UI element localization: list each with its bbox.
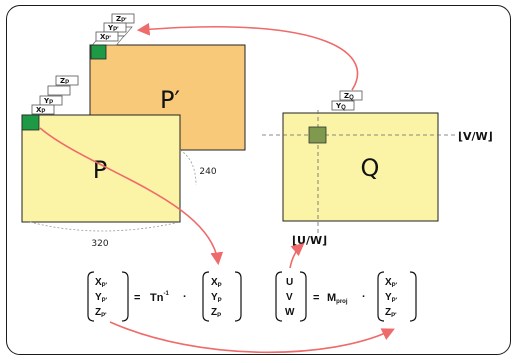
width-label: 320 <box>91 239 108 249</box>
eq-right-rhs-y: Y <box>385 292 392 303</box>
frame-q: Q <box>282 112 439 222</box>
eq-left-rhs-z: Z <box>211 307 217 318</box>
eq-right-equals: = <box>313 292 319 304</box>
arrow-equation-bottom <box>109 321 395 354</box>
dimension-annotations: 240 320 <box>29 149 217 249</box>
svg-text:ZP': ZP' <box>95 307 107 319</box>
svg-text:Mproj: Mproj <box>327 292 348 305</box>
q-stack-z: Z <box>344 92 349 100</box>
svg-text:YP': YP' <box>385 292 398 304</box>
height-label: 240 <box>199 167 216 177</box>
eq-left-dot: · <box>183 291 187 303</box>
svg-text:ZP': ZP' <box>385 307 397 319</box>
svg-text:YP': YP' <box>107 24 119 33</box>
p-stack-z: Z <box>60 77 65 85</box>
arrow-equation-to-q <box>289 242 305 269</box>
svg-text:ZP: ZP <box>211 307 221 319</box>
svg-text:Tn-1: Tn-1 <box>150 291 169 304</box>
eq-right-lhs-v: V <box>286 292 293 303</box>
svg-text:XP': XP' <box>95 277 108 289</box>
svg-text:XP: XP <box>211 277 222 289</box>
svg-text:XP': XP' <box>100 33 111 42</box>
svg-text:XP: XP <box>36 106 45 115</box>
p-prime-stack-y: Y <box>107 24 114 32</box>
svg-text:ZP: ZP <box>60 77 69 86</box>
p-green-marker <box>21 114 40 131</box>
svg-text:ZP': ZP' <box>116 15 127 24</box>
arrow-p-to-equation <box>39 127 224 266</box>
p-stack-y: Y <box>43 97 50 105</box>
arrow-q-to-p-prime <box>136 22 359 91</box>
equation-right: U V W = Mproj · XP' YP' ZP' <box>275 271 417 322</box>
svg-text:YQ: YQ <box>335 102 346 111</box>
eq-right-matrix: M <box>327 292 336 304</box>
eq-right-rhs-x: X <box>385 277 392 288</box>
svg-text:YP: YP <box>43 97 53 106</box>
q-crosshair: ⌊V/W⌋ ⌊U/W⌋ <box>262 110 493 247</box>
frame-p: P <box>21 114 181 223</box>
v-over-w-label: ⌊V/W⌋ <box>458 130 493 143</box>
eq-left-transform: Tn <box>150 292 164 304</box>
eq-right-lhs-w: W <box>285 307 295 318</box>
p-prime-stack: ZP' YP' XP' <box>90 13 135 60</box>
q-olive-marker <box>308 126 327 144</box>
eq-left-lhs-x: X <box>95 277 102 288</box>
p-prime-stack-x: X <box>100 33 106 41</box>
q-stack-y: Y <box>335 102 342 110</box>
svg-text:YP': YP' <box>95 292 108 304</box>
q-stack: ZQ YQ <box>331 90 363 111</box>
eq-left-rhs-y: Y <box>211 292 218 303</box>
eq-right-rhs-z: Z <box>385 307 391 318</box>
eq-left-lhs-y: Y <box>95 292 102 303</box>
equation-left: XP' YP' ZP' = Tn-1 · XP YP ZP <box>87 271 242 322</box>
eq-left-lhs-z: Z <box>95 307 101 318</box>
frame-p-label: P <box>93 156 107 184</box>
u-over-w-label: ⌊U/W⌋ <box>292 234 327 247</box>
frame-p-prime-label: P′ <box>160 86 180 114</box>
p-prime-green-marker <box>90 44 107 60</box>
eq-right-dot: · <box>362 291 366 303</box>
eq-left-rhs-x: X <box>211 277 218 288</box>
svg-text:XP': XP' <box>385 277 398 289</box>
svg-text:YP: YP <box>211 292 222 304</box>
p-prime-stack-z: Z <box>116 15 121 23</box>
flow-arrows <box>39 22 395 354</box>
eq-left-equals: = <box>134 292 140 304</box>
p-stack: ZP YP XP <box>21 75 79 131</box>
svg-text:ZQ: ZQ <box>344 92 354 101</box>
p-stack-x: X <box>36 106 42 114</box>
frame-q-label: Q <box>361 154 380 182</box>
eq-right-lhs-u: U <box>286 277 293 288</box>
